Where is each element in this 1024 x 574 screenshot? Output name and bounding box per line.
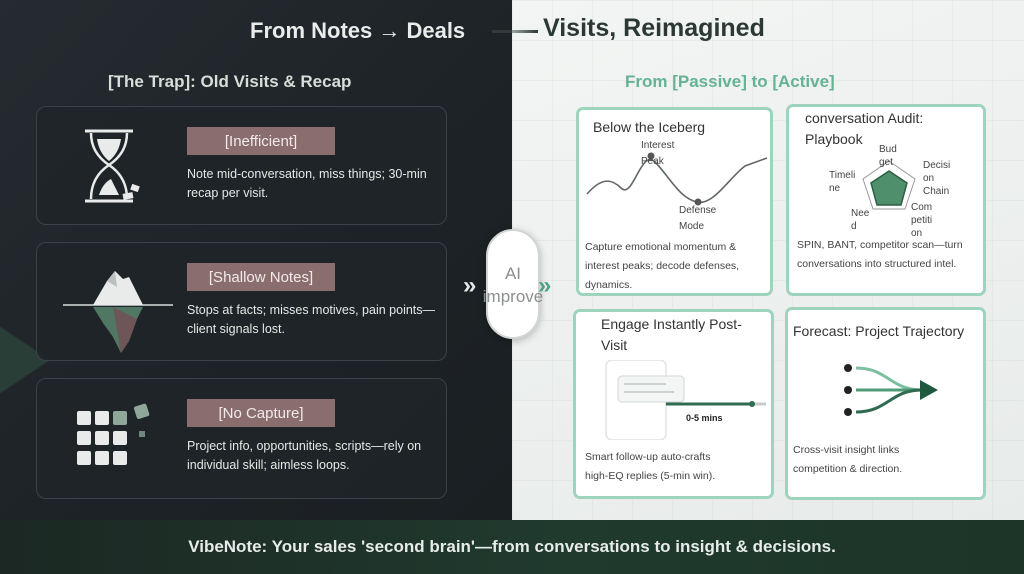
radar-label-budget-line-1: Bud (879, 144, 897, 155)
feature-title-audit: conversation Audit: Playbook (805, 108, 923, 150)
label-defense-mode: Defense Mode (679, 203, 716, 235)
feature-title-forecast: Forecast: Project Trajectory (793, 323, 965, 339)
radar-label-timeline-line-2: ne (829, 183, 841, 194)
ai-improve-label: AI improve (480, 262, 546, 308)
ai-label-line-2: improve (482, 287, 544, 306)
feature-card-iceberg: Below the Iceberg Interest Peak Defense … (576, 107, 773, 296)
trap-tag-shallow-notes: [Shallow Notes] (187, 263, 335, 291)
radar-label-timeline-line-1: Timeli (829, 170, 856, 181)
label-interest-peak-line-1: Interest (641, 140, 675, 151)
label-interest-peak-line-2: Peak (641, 156, 664, 167)
iceberg-icon (63, 257, 173, 353)
radar-label-competition-line-1: Com (911, 202, 933, 213)
chat-timer-icon (605, 360, 766, 440)
trap-text-no-capture: Project info, opportunities, scripts—rel… (187, 439, 422, 472)
trap-text-shallow-notes: Stops at facts; misses motives, pain poi… (187, 303, 436, 336)
radar-label-decision-line-2: on (923, 173, 935, 184)
radar-label-budget: Bud get (879, 143, 897, 169)
title-dash (492, 30, 538, 33)
radar-label-decision-chain: Decisi on Chain (923, 159, 950, 198)
trajectory-arrow-icon (844, 364, 938, 416)
radar-label-competition-line-3: on (911, 228, 923, 239)
feature-desc-iceberg: Capture emotional momentum & interest pe… (585, 241, 740, 291)
feature-title-audit-line-2: Playbook (805, 131, 863, 147)
feature-desc-engage: Smart follow-up auto-crafts high-EQ repl… (585, 451, 716, 482)
grid-blocks-icon (75, 401, 165, 491)
feature-card-audit: conversation Audit: Playbook Bud get Dec… (786, 104, 986, 296)
radar-label-budget-line-2: get (879, 157, 893, 168)
trap-card-no-capture: [No Capture] Project info, opportunities… (36, 378, 447, 499)
feature-desc-audit: SPIN, BANT, competitor scan—turn convers… (797, 239, 963, 270)
radar-chart-icon (862, 160, 916, 210)
chevron-right-icon-right: » (538, 272, 552, 299)
radar-label-decision-line-1: Decisi (923, 160, 951, 171)
hourglass-icon (75, 121, 165, 211)
trap-tag-inefficient: [Inefficient] (187, 127, 335, 155)
feature-title-engage: Engage Instantly Post-Visit (601, 316, 742, 353)
radar-label-timeline: Timeli ne (829, 169, 855, 195)
trap-card-shallow-notes: [Shallow Notes] Stops at facts; misses m… (36, 242, 447, 361)
ai-label-line-1: AI (504, 264, 522, 283)
ai-improve-pill (486, 229, 540, 339)
timer-label: 0-5 mins (686, 413, 723, 423)
radar-label-competition-line-2: petiti (911, 215, 933, 226)
radar-label-decision-line-3: Chain (923, 186, 950, 197)
active-heading: From [Passive] to [Active] (625, 72, 835, 91)
title-right: Visits, Reimagined (543, 14, 765, 42)
feature-card-forecast: Forecast: Project Trajectory Cross-visit… (785, 307, 986, 500)
label-interest-peak: Interest Peak (641, 138, 674, 170)
footer-text: VibeNote: Your sales 'second brain'—from… (188, 537, 836, 556)
chevron-right-icon-left: » (463, 272, 477, 299)
radar-label-need: Nee d (851, 207, 869, 233)
radar-label-need-line-2: d (851, 221, 857, 232)
emotion-wave-icon (586, 152, 768, 206)
trap-tag-no-capture: [No Capture] (187, 399, 335, 427)
radar-label-need-line-1: Nee (851, 208, 870, 219)
label-defense-mode-line-1: Defense (679, 205, 717, 216)
radar-label-competition: Com petiti on (911, 201, 932, 240)
trap-card-inefficient: [Inefficient] Note mid-conversation, mis… (36, 106, 447, 225)
feature-title-iceberg: Below the Iceberg (593, 119, 706, 135)
label-defense-mode-line-2: Mode (679, 221, 705, 232)
feature-title-audit-line-1: conversation Audit: (805, 110, 924, 126)
footer-bar (0, 520, 1024, 574)
title-left: From Notes → Deals (250, 18, 466, 43)
trap-heading: [The Trap]: Old Visits & Recap (108, 72, 352, 91)
feature-card-engage: Engage Instantly Post-Visit 0-5 mins Sma… (573, 309, 774, 499)
trap-text-inefficient: Note mid-conversation, miss things; 30-m… (187, 167, 427, 200)
feature-desc-forecast: Cross-visit insight links competition & … (793, 444, 903, 475)
